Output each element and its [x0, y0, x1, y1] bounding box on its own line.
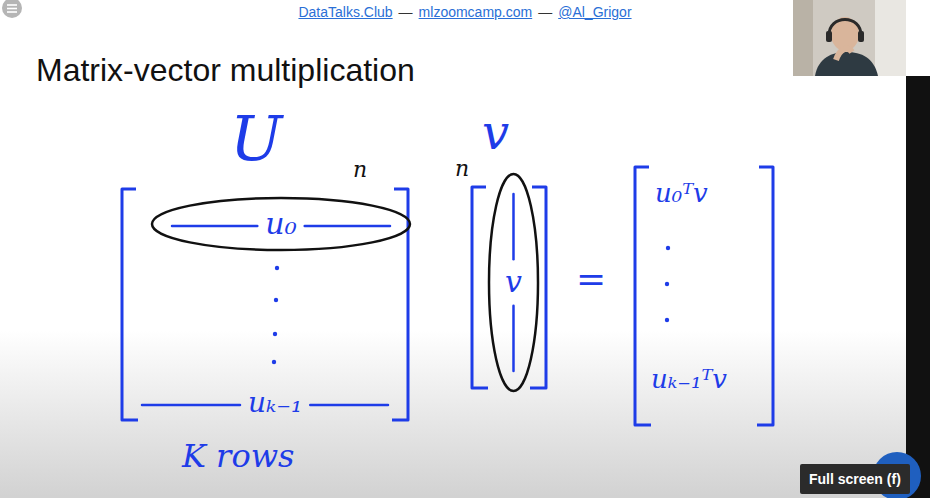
dot-product: u₀ᵀv — [655, 179, 708, 209]
menu-icon-lines — [7, 5, 17, 12]
right-bracket — [757, 167, 773, 425]
left-bracket — [472, 187, 488, 388]
row-ellipse: u₀ — [150, 196, 412, 252]
matrix-name: U — [230, 103, 282, 174]
right-bracket — [392, 189, 408, 420]
matrix-row: u₀ — [265, 207, 296, 242]
header-separator: — — [399, 4, 413, 20]
header-links: DataTalks.Club — mlzoomcamp.com — @Al_Grigor — [0, 4, 930, 20]
vector-bracket: vv — [470, 185, 548, 390]
dark-strip — [906, 76, 930, 498]
result-bracket: u₀ᵀv uₖ₋₁ᵀv — [633, 165, 775, 427]
matrix-bracket: Uuₖ₋₁u₀ — [120, 187, 410, 422]
vector-entry: v — [505, 265, 522, 300]
video-shade — [0, 330, 930, 498]
left-bracket — [122, 189, 138, 420]
dimension-label: n — [455, 156, 469, 181]
header-link: mlzoomcamp.com — [419, 4, 533, 20]
row-line — [310, 404, 388, 407]
slide-title: Matrix-vector multiplication — [36, 52, 415, 89]
row-line — [172, 225, 257, 228]
vector-name: v — [482, 105, 509, 160]
menu-icon — [2, 0, 22, 18]
ellipse-outline — [489, 174, 538, 391]
dimension-label: n — [353, 157, 367, 182]
header-separator: — — [538, 4, 552, 20]
header-link: DataTalks.Club — [298, 4, 392, 20]
row-line — [142, 404, 240, 407]
column-line — [512, 306, 515, 371]
matrix-row: uₖ₋₁ — [248, 387, 302, 419]
ellipse-outline — [152, 198, 410, 250]
dot-product: uₖ₋₁ᵀv — [651, 365, 727, 395]
vector-ellipse: v — [487, 172, 540, 393]
header-link: @Al_Grigor — [558, 4, 631, 20]
webcam-image — [793, 0, 906, 76]
tooltip: Full screen (f) — [800, 464, 910, 494]
row-count-label: K rows — [182, 438, 294, 475]
row-line — [305, 225, 390, 228]
left-bracket — [635, 167, 651, 425]
equals-sign: = — [576, 258, 606, 299]
column-line — [512, 194, 515, 259]
